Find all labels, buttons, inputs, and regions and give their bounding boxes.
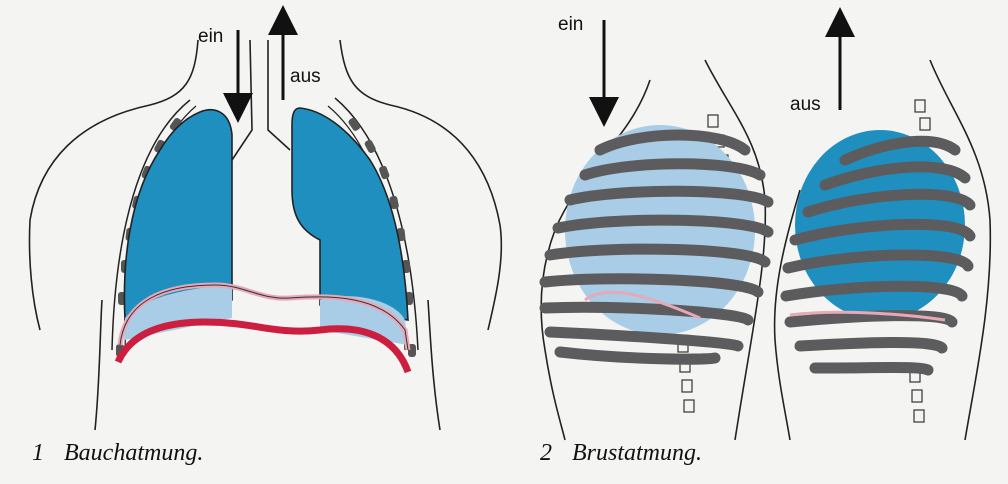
abdominal-breathing-figure xyxy=(29,20,501,430)
label-inhale-2: ein xyxy=(558,14,583,36)
label-exhale-1: aus xyxy=(290,66,321,88)
arm-outline-left xyxy=(29,220,102,430)
caption-2: 2 Brustatmung. xyxy=(540,440,702,467)
caption-1-text: Bauchatmung. xyxy=(64,440,203,466)
chest-breathing-figure xyxy=(541,20,990,440)
arm-outline-right xyxy=(428,225,501,430)
label-inhale-1: ein xyxy=(198,26,223,48)
trachea xyxy=(232,40,290,160)
diaphragm-contracted xyxy=(118,322,408,372)
caption-2-text: Brustatmung. xyxy=(572,440,702,466)
caption-1: 1 Bauchatmung. xyxy=(32,440,203,467)
caption-1-number: 1 xyxy=(32,440,44,466)
caption-2-number: 2 xyxy=(540,440,552,466)
label-exhale-2: aus xyxy=(790,94,821,116)
torso-outline xyxy=(30,40,500,225)
right-lung xyxy=(292,108,408,320)
